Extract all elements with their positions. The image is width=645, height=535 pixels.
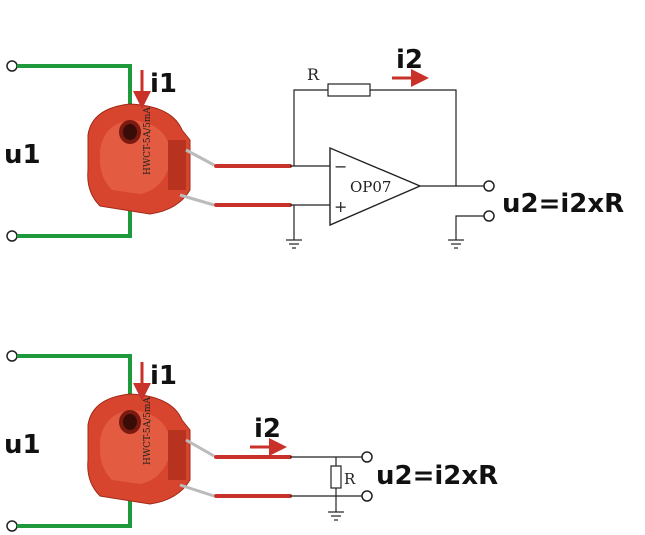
top-output-ground-wire	[455, 215, 484, 240]
bottom-resistor-label: R	[344, 470, 356, 488]
bottom-i1-label: i1	[150, 361, 177, 391]
top-input-label: u1	[4, 140, 41, 170]
bottom-sensor-marking: HWCT-5A/5mA	[143, 397, 153, 465]
top-lead-upper	[185, 148, 215, 167]
bottom-current-transformer: HWCT-5A/5mA	[87, 393, 191, 505]
top-i2-label: i2	[396, 45, 423, 75]
top-sensor-marking: HWCT-5A/5mA	[143, 107, 153, 175]
top-input-terminal-upper	[6, 60, 18, 72]
top-output-terminal-upper	[483, 180, 495, 192]
top-ground-symbol-right	[448, 239, 464, 249]
bottom-output-terminal-upper	[361, 451, 373, 463]
bottom-input-terminal-lower	[6, 520, 18, 532]
top-lead-lower	[179, 193, 215, 207]
bottom-circuit: HWCT-5A/5mA R i2 u1 i1 u2=i2xR	[4, 350, 498, 532]
top-inverting-sign: −	[334, 157, 347, 176]
top-resistor-label: R	[307, 65, 320, 84]
bottom-lead-lower	[179, 483, 215, 498]
bottom-input-terminal-upper	[6, 350, 18, 362]
top-opamp-label: OP07	[350, 178, 391, 196]
bottom-output-terminal-lower	[361, 490, 373, 502]
bottom-primary-wire-out	[17, 490, 132, 528]
bottom-shunt-resistor	[330, 465, 342, 489]
bottom-output-label: u2=i2xR	[376, 461, 498, 491]
top-ground-symbol-left	[286, 239, 302, 249]
top-feedback-left	[293, 89, 328, 166]
top-output-terminal-lower	[483, 210, 495, 222]
top-feedback-right	[370, 89, 457, 186]
top-primary-wire-out	[17, 200, 132, 238]
bottom-input-label: u1	[4, 430, 41, 460]
top-current-transformer: HWCT-5A/5mA	[87, 103, 191, 215]
top-feedback-resistor	[327, 83, 371, 97]
top-i1-label: i1	[150, 69, 177, 99]
top-input-terminal-lower	[6, 230, 18, 242]
bottom-i2-label: i2	[254, 414, 281, 444]
top-noninverting-sign: +	[334, 197, 347, 216]
top-circuit: HWCT-5A/5mA R i2 − + OP07	[4, 45, 624, 249]
top-opamp	[329, 146, 422, 227]
top-output-label: u2=i2xR	[502, 189, 624, 219]
bottom-lead-upper	[185, 438, 215, 458]
bottom-ground-symbol	[328, 511, 344, 521]
